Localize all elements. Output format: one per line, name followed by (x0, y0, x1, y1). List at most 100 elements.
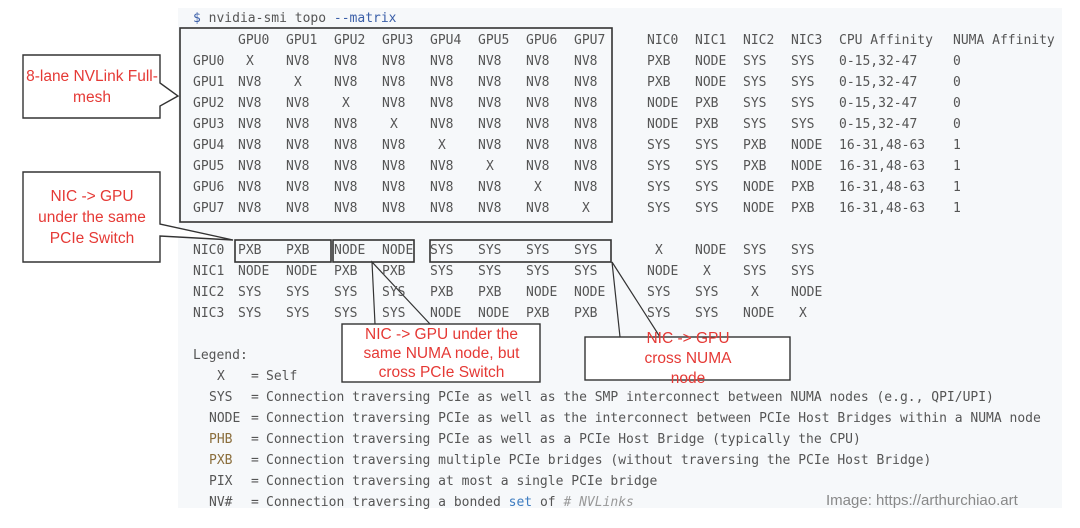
matrix-cell: NV8 (334, 138, 358, 153)
matrix-cell: SYS (334, 306, 358, 321)
matrix-cell: NV8 (574, 96, 598, 111)
matrix-cell: NV8 (238, 138, 262, 153)
row-label: GPU5 (193, 159, 225, 174)
column-header: GPU1 (286, 33, 318, 48)
prompt: $ (193, 11, 201, 26)
matrix-cell: 1 (953, 138, 961, 153)
matrix-cell: NV8 (574, 117, 598, 132)
matrix-cell: NV8 (286, 117, 310, 132)
legend-equals: = (251, 390, 259, 405)
column-header: NUMA Affinity (953, 33, 1055, 48)
matrix-cell: NODE (791, 159, 823, 174)
matrix-cell: NV8 (430, 117, 454, 132)
legend-equals: = (251, 411, 259, 426)
matrix-cell: PXB (382, 264, 406, 279)
legend-equals: = (251, 453, 259, 468)
row-label: GPU4 (193, 138, 225, 153)
matrix-cell: NV8 (478, 54, 502, 69)
legend-description-text: Connection traversing PCIe as well as th… (266, 390, 994, 405)
matrix-cell: PXB (574, 306, 598, 321)
matrix-cell: NODE (478, 306, 510, 321)
matrix-cell: NV8 (238, 117, 262, 132)
matrix-cell: SYS (791, 243, 815, 258)
matrix-cell: SYS (743, 96, 767, 111)
matrix-cell: NODE (743, 306, 775, 321)
matrix-cell: 16-31,48-63 (839, 201, 926, 216)
column-header: GPU3 (382, 33, 414, 48)
matrix-cell: NV8 (526, 75, 550, 90)
matrix-cell: NODE (791, 285, 823, 300)
command-text: nvidia-smi topo (208, 11, 327, 26)
matrix-cell: X (534, 180, 542, 195)
matrix-cell: SYS (743, 117, 767, 132)
matrix-cell: X (438, 138, 446, 153)
legend-key: NV# (209, 495, 233, 510)
matrix-cell: X (246, 54, 254, 69)
matrix-cell: X (582, 201, 590, 216)
matrix-cell: PXB (526, 306, 550, 321)
matrix-cell: PXB (743, 159, 767, 174)
matrix-cell: 16-31,48-63 (839, 180, 926, 195)
matrix-cell: NV8 (574, 180, 598, 195)
row-label: GPU0 (193, 54, 225, 69)
matrix-cell: PXB (695, 117, 719, 132)
matrix-cell: NV8 (238, 75, 262, 90)
matrix-cell: 16-31,48-63 (839, 159, 926, 174)
matrix-cell: NODE (334, 243, 366, 258)
matrix-cell: X (799, 306, 807, 321)
matrix-cell: SYS (286, 285, 310, 300)
matrix-cell: SYS (286, 306, 310, 321)
matrix-cell: NV8 (334, 75, 358, 90)
matrix-cell: NV8 (574, 138, 598, 153)
matrix-cell: SYS (695, 285, 719, 300)
matrix-cell: SYS (430, 243, 454, 258)
matrix-cell: 0-15,32-47 (839, 54, 918, 69)
row-label: GPU1 (193, 75, 225, 90)
matrix-cell: 1 (953, 180, 961, 195)
matrix-cell: 0 (953, 75, 961, 90)
matrix-cell: PXB (647, 54, 671, 69)
matrix-cell: NV8 (478, 201, 502, 216)
matrix-cell: X (751, 285, 759, 300)
matrix-cell: SYS (238, 306, 262, 321)
matrix-cell: 0 (953, 96, 961, 111)
matrix-cell: NV8 (334, 201, 358, 216)
matrix-cell: X (294, 75, 302, 90)
matrix-cell: SYS (526, 264, 550, 279)
matrix-cell: SYS (382, 285, 406, 300)
matrix-cell: 0-15,32-47 (839, 75, 918, 90)
matrix-cell: NV8 (526, 159, 550, 174)
matrix-cell: X (486, 159, 494, 174)
legend-title: Legend: (193, 348, 248, 363)
column-header: NIC0 (647, 33, 679, 48)
matrix-cell: NODE (430, 306, 462, 321)
legend-description-part: # NVLinks (563, 495, 634, 510)
matrix-cell: NV8 (430, 96, 454, 111)
matrix-cell: NV8 (526, 117, 550, 132)
row-label: GPU6 (193, 180, 225, 195)
matrix-cell: NV8 (574, 159, 598, 174)
legend-description-part: of (539, 495, 556, 510)
callout-nvlink-shape (22, 54, 180, 119)
nic0-sys-box (429, 239, 612, 263)
legend-description: Connection traversing PCIe as well as a … (266, 432, 861, 448)
row-label: NIC0 (193, 243, 225, 258)
matrix-cell: NV8 (286, 54, 310, 69)
matrix-cell: SYS (238, 285, 262, 300)
matrix-cell: NV8 (430, 159, 454, 174)
matrix-cell: NV8 (478, 180, 502, 195)
legend-key: PXB (209, 453, 233, 468)
matrix-cell: 16-31,48-63 (839, 138, 926, 153)
row-label: NIC3 (193, 306, 225, 321)
matrix-cell: NV8 (382, 54, 406, 69)
matrix-cell: NV8 (526, 138, 550, 153)
matrix-cell: NV8 (238, 159, 262, 174)
matrix-cell: SYS (695, 201, 719, 216)
callout-same-numa: NIC -> GPU under the same NUMA node, but… (363, 326, 520, 381)
matrix-cell: NV8 (478, 96, 502, 111)
matrix-cell: NV8 (382, 96, 406, 111)
matrix-cell: SYS (334, 285, 358, 300)
matrix-cell: NV8 (238, 180, 262, 195)
legend-key: SYS (209, 390, 233, 405)
matrix-cell: NV8 (430, 201, 454, 216)
